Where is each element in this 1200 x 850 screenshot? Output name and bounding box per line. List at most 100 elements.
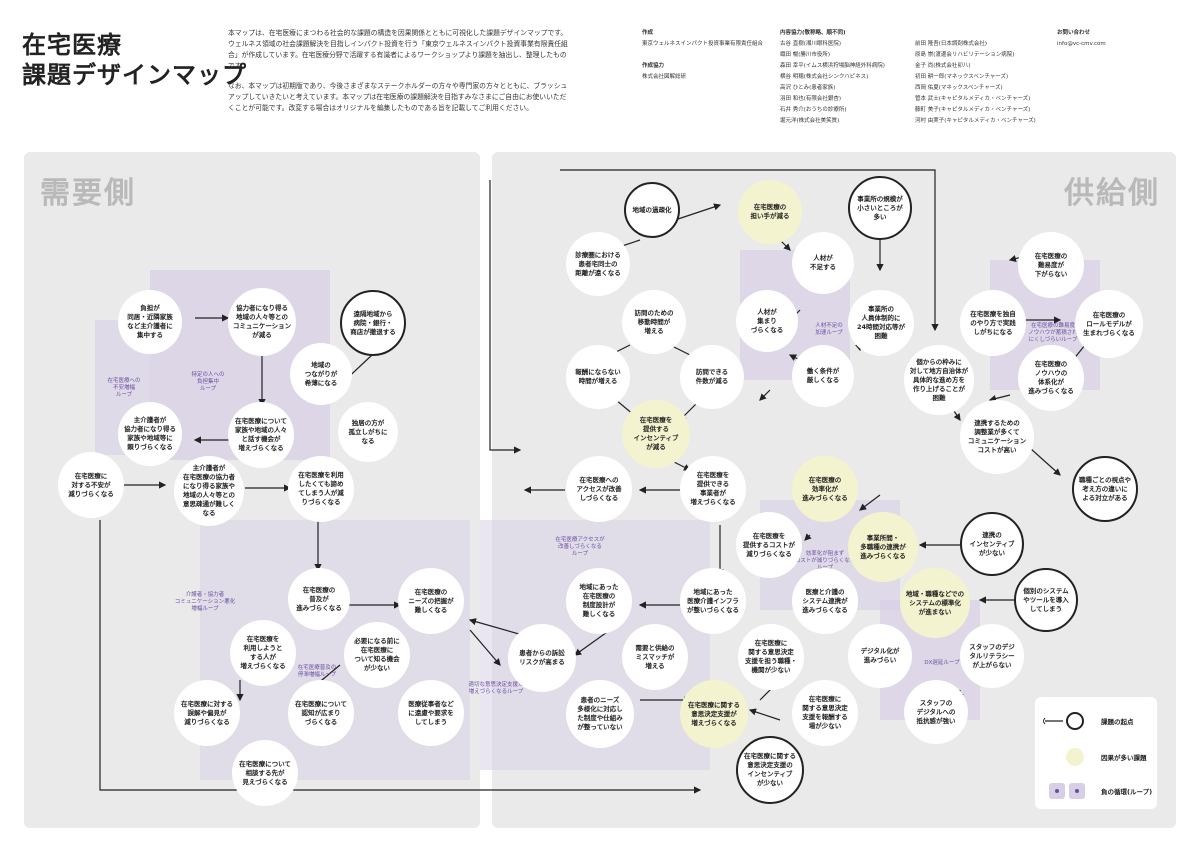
node-role-model: 在宅医療の ロールモデルが 生まれづらくなる: [1075, 290, 1143, 358]
contributor-name: 西岡 佑夏(マネックスベンチャーズ): [915, 85, 1003, 91]
credits-coop-heading: 作成協力: [642, 63, 665, 69]
credits-content-heading: 内容協力(敬称略、順不同): [780, 30, 846, 36]
node-access-improvement: 在宅医療への アクセスが改善 しづらくなる: [566, 456, 632, 522]
edge: [574, 629, 611, 656]
node-recruitment: 人材が 集まり づらくなる: [736, 290, 798, 352]
node-decision-support-venues: 在宅医療に 関する意思決定 支援を報酬する 場が少ない: [792, 680, 858, 746]
legend-loop: 負の循環(ループ): [1043, 781, 1152, 801]
node-community-weakening: 地域の つながりが 希薄になる: [290, 343, 352, 405]
node-reserve-demands: 医療従事者など に遠慮や要求を してしまう: [398, 680, 464, 746]
node-infrastructure: 地域にあった 医療介護インフラ が整いづらくなる: [680, 568, 746, 634]
node-few-opportunities: 必要になる前に 在宅医療に ついて知る機会 が少ない: [344, 622, 410, 688]
legend-loop-label: 負の循環(ループ): [1101, 788, 1153, 796]
loop-region-access: [480, 520, 710, 770]
node-efficiency: 在宅医療の 効率化が 進みづらくなる: [792, 456, 858, 522]
node-diversified-needs: 患者のニーズ 多様化に対応し た制度や仕組み が整っていない: [566, 680, 634, 748]
credits-author: 作成 東京ウェルネスインパクト投資事業有限責任組合 作成協力 株式会社図解総研: [642, 28, 772, 83]
node-incentive-decrease: 在宅医療を 提供する インセンティブ が減る: [622, 400, 690, 468]
loop-label-hr: 人材不足の 加速ループ: [815, 323, 843, 336]
node-working-conditions: 働く条件が 厳しくなる: [792, 345, 854, 407]
loop-label-burden: 特定の人への 負担集中 ループ: [191, 372, 225, 392]
page-title: 在宅医療 課題デザインマップ: [22, 30, 247, 90]
credits-coop-name: 株式会社図解総研: [642, 74, 687, 80]
supply-label: 供給側: [1064, 176, 1160, 211]
contributor-name: 堀元洋(株式会社美笑質): [780, 118, 840, 124]
credits-col2: 前田 隆吾(日本調剤株式会社) 原島 崇(渡邊会リハビリテーション病院) 金子 尚(…: [915, 39, 1055, 127]
node-depopulation: 地域の過疎化: [624, 182, 680, 238]
node-burden-concentrated: 負担が 同居・近隣家族 など主介護者に 集中する: [118, 290, 182, 354]
node-link-incentive: 連携の インセンティブ が少ない: [960, 512, 1024, 576]
edge: [804, 533, 812, 541]
loop-label-access: 在宅医療アクセスが 改善しづらくなる ループ: [555, 537, 605, 557]
contributor-name: 森田 幸平(イムス横浜狩場脳神経外科病院): [780, 63, 885, 69]
node-conflict: 職種ごとの視点や 考え方の違いに よる対立がある: [1072, 456, 1138, 522]
legend-many-causes-icon: [1066, 748, 1084, 766]
credits-contributors-1: 内容協力(敬称略、順不同) 古谷 直樹(湘川眼科医院)織田 暢(勝川市役所)森田…: [780, 28, 910, 127]
contributor-name: 羽田 和也(有限会社銀杏): [780, 96, 842, 102]
node-communication-difficult: 主介護者が 在宅医療の協力者 になり得る家族や 地域の人々等との 意思疎通が難し…: [174, 456, 244, 526]
contact-email[interactable]: info@vc-cmv.com: [1057, 41, 1106, 47]
contributor-name: 原島 崇(渡邊会リハビリテーション病院): [915, 52, 1015, 58]
edge: [759, 389, 771, 401]
legend-origin-icon: [1043, 712, 1084, 730]
intro-text: 本マップは、在宅医療にまつわる社会的な課題の構造を因果関係とともに可視化した課題…: [228, 28, 568, 123]
node-24h-difficult: 事業所の 人員体制的に 24時間対応等が 困難: [848, 290, 914, 356]
node-travel-time: 訪問のための 移動時間が 増える: [622, 290, 686, 354]
node-workers-decrease: 在宅医療の 担い手が減る: [738, 180, 802, 244]
contributor-name: 管本 武士(キャピタルメディカ・ベンチャーズ): [915, 96, 1031, 102]
credits-col1: 古谷 直樹(湘川眼科医院)織田 暢(勝川市役所)森田 幸平(イムス横浜狩場脳神経…: [780, 39, 910, 127]
node-difficulty: 在宅医療の 難易度が 下がらない: [1018, 232, 1084, 298]
node-local-government: 個からの枠みに 対して地方自治体が 具体的な進め方を 作り上げることが 困難: [904, 345, 974, 415]
node-fewer-discussions: 在宅医療について 家族や地域の人々 と話す機会が 増えづらくなる: [228, 402, 294, 468]
loop-label-spread: 在宅医療普及の 停滞増幅ループ: [297, 665, 337, 678]
node-litigation-risk: 患者からの訴訟 リスクが高まる: [508, 624, 576, 692]
node-own-methods: 在宅医療を独自 のやり方で実践 しがちになる: [960, 290, 1026, 356]
node-users-not-increasing: 在宅医療を 利用しようと する人が 増えづらくなる: [230, 620, 296, 686]
node-decision-support: 在宅医療に関する 意思決定支援が 増えづらくなる: [680, 680, 748, 748]
node-patient-distance: 診療圏における 患者宅同士の 距離が遠くなる: [566, 232, 630, 296]
node-decision-support-incentive: 在宅医療に関する 意思決定支援の インセンティブ が少ない: [736, 736, 804, 804]
legend-many-causes-label: 因果が多い課題: [1101, 754, 1147, 762]
node-standardization: 地域・職種などでの システムの標準化 が進まない: [900, 568, 970, 638]
node-consultation: 在宅医療について 相談する先が 見えづらくなる: [232, 740, 298, 806]
credits-contact: お問い合わせ info@vc-cmv.com: [1057, 28, 1137, 50]
node-cost: 在宅医療を 提供するコストが 減りづらくなる: [736, 512, 802, 578]
edge: [988, 394, 1011, 403]
legend-origin: 課題の起点: [1043, 711, 1134, 731]
contributor-name: 初田 耕一郎(マネックスベンチャーズ): [915, 74, 1009, 80]
node-providers-increase: 在宅医療を 提供できる 事業者が 増えづらくなる: [680, 456, 746, 522]
credits-contributors-2: 前田 隆吾(日本調剤株式会社) 原島 崇(渡邊会リハビリテーション病院) 金子 尚(…: [915, 28, 1055, 127]
node-caregiver-cannot-rely: 主介護者が 協力者になり得る 家族や地域等に 頼りづらくなる: [118, 402, 182, 466]
legend-many-causes: 因果が多い課題: [1043, 747, 1147, 767]
legend-origin-label: 課題の起点: [1101, 718, 1134, 726]
loop-label-knowhow: 在宅医療の難易度 ノウハウが蓄積され にくしづらいループ: [1028, 323, 1078, 343]
contributor-name: 前田 隆吾(日本調剤株式会社): [915, 41, 988, 47]
node-communication-decrease: 協力者になり得る 地域の人々等との コミュニケーション が減る: [228, 288, 296, 356]
node-digitalization: デジタル化が 進みづらい: [848, 624, 912, 688]
legend: 課題の起点 因果が多い課題 負の循環(ループ): [1035, 697, 1157, 809]
node-medical-care-link: 医療と介護の システム連携が 進みづらくなる: [792, 568, 858, 634]
node-unpaid-time: 報酬にならない 時間が増える: [566, 345, 630, 409]
demand-label: 需要側: [40, 176, 136, 211]
node-digital-literacy: スタッフのデジ タルリテラシー が上がらない: [960, 624, 1024, 688]
node-coordination-cost: 連携するための 調整業が多くて コミュニケーション コストが高い: [960, 400, 1034, 474]
intro-paragraph-2: なお、本マップは初期版であり、今後さまざまなステークホルダーの方々や専門家の方々…: [228, 82, 568, 112]
node-isolation: 独居の方が 孤立しがちに なる: [338, 402, 398, 462]
intro-paragraph-1: 本マップは、在宅医療にまつわる社会的な課題の構造を因果関係とともに可視化した課題…: [228, 29, 568, 70]
node-needs-understanding: 在宅医療の ニーズの把握が 難しくなる: [398, 568, 464, 634]
node-individual-systems: 個別のシステム やツールを導入 してしまう: [1014, 568, 1078, 632]
contact-heading: お問い合わせ: [1057, 30, 1091, 36]
contributor-name: 金子 尚(株式会社卯八): [915, 63, 971, 69]
node-digital-resistance: スタッフの デジタルへの 抵抗感が強い: [904, 680, 968, 744]
node-withdrawal-of-services: 遠隔地域から 病院・銀行・ 商店が撤退する: [340, 290, 406, 356]
contributor-name: 藤町 美子(キャピタルメディカ・ベンチャーズ): [915, 107, 1031, 113]
node-knowhow: 在宅医療の ノウハウの 体系化が 進みづらくなる: [1018, 345, 1084, 411]
edge: [859, 494, 881, 511]
node-decision-support-staff: 在宅医療に 関する意思決定 支援を担う職種・ 機関が少ない: [738, 624, 804, 690]
title-line2: 課題デザインマップ: [22, 61, 247, 89]
contributor-name: 古谷 直樹(湘川眼科医院): [780, 41, 842, 47]
credits-author-heading: 作成: [642, 30, 654, 36]
node-spread-stagnation: 在宅医療の 普及が 進みづらくなる: [288, 568, 350, 630]
node-system-design: 地域にあった 在宅医療の 制度設計が 難しくなる: [566, 568, 632, 634]
loop-label-decision: 適切な意思決定支援が 増えづらくなるループ: [468, 682, 524, 695]
